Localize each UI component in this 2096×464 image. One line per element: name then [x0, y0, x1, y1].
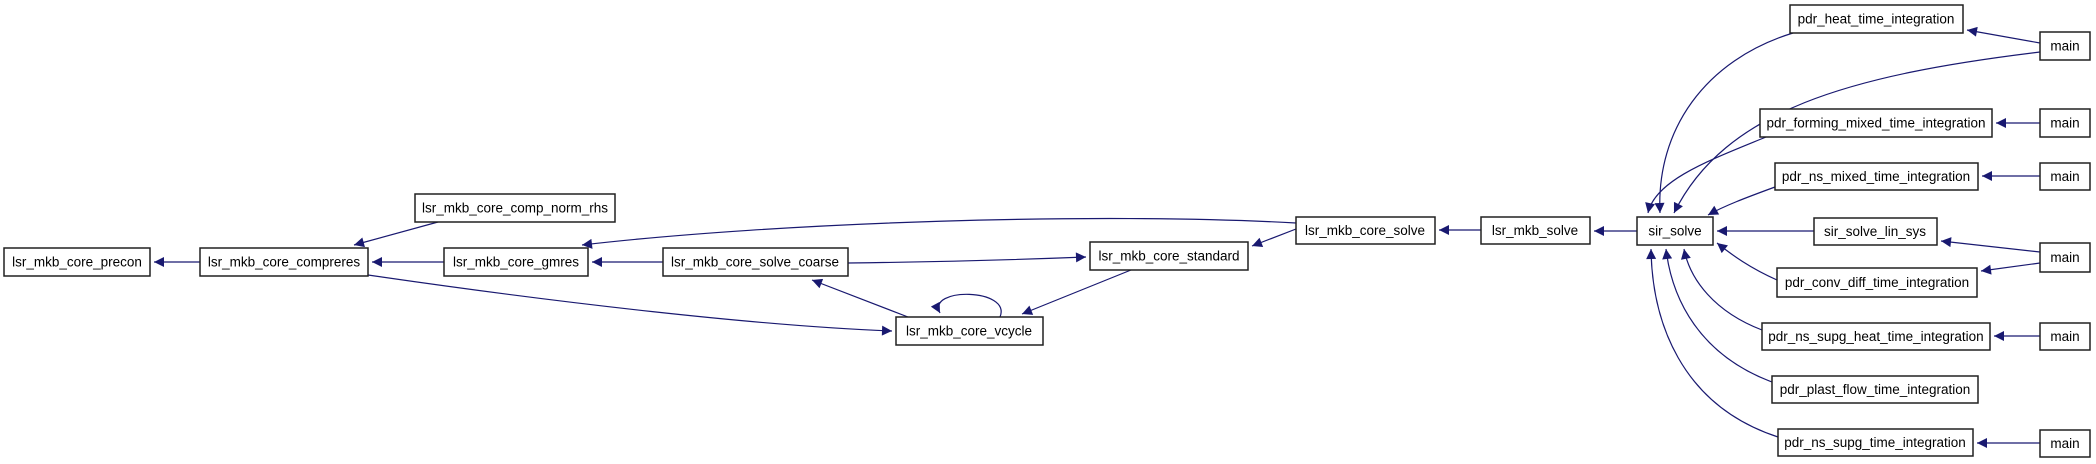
node-main-6[interactable]: main	[2039, 429, 2091, 458]
node-lsr-mkb-core-solve-label: lsr_mkb_core_solve	[1305, 223, 1425, 238]
node-pdr-plast-flow-time-integration[interactable]: pdr_plast_flow_time_integration	[1771, 375, 1979, 404]
node-main-5-label: main	[2050, 329, 2079, 344]
node-pdr-plast-flow-time-integration-label: pdr_plast_flow_time_integration	[1780, 382, 1971, 397]
node-main-1-label: main	[2050, 39, 2079, 54]
node-pdr-ns-mixed-time-integration[interactable]: pdr_ns_mixed_time_integration	[1774, 162, 1979, 191]
edge-core-solve-standard	[1251, 228, 1297, 248]
edges-layer	[154, 26, 2041, 448]
edge-plast-flow-sir-solve	[1662, 248, 1773, 383]
node-pdr-heat-time-integration[interactable]: pdr_heat_time_integration	[1789, 4, 1964, 34]
node-lsr-mkb-core-standard[interactable]: lsr_mkb_core_standard	[1089, 241, 1249, 271]
edge-solve-coarse-standard	[847, 252, 1087, 264]
node-lsr-mkb-core-vcycle-label: lsr_mkb_core_vcycle	[906, 324, 1032, 339]
node-main-4-label: main	[2050, 250, 2079, 265]
node-pdr-heat-time-integration-label: pdr_heat_time_integration	[1798, 12, 1955, 27]
node-pdr-ns-mixed-time-integration-box[interactable]	[1774, 162, 1979, 191]
edge-vcycle-self-loop	[930, 293, 1002, 318]
node-lsr-mkb-core-solve-coarse-box[interactable]	[662, 247, 849, 277]
node-pdr-forming-mixed-time-integration-label: pdr_forming_mixed_time_integration	[1766, 116, 1985, 131]
node-lsr-mkb-core-comp-norm-rhs-box[interactable]	[414, 193, 616, 223]
node-pdr-ns-supg-heat-time-integration-label: pdr_ns_supg_heat_time_integration	[1768, 329, 1983, 344]
node-lsr-mkb-core-vcycle-box[interactable]	[895, 316, 1044, 346]
node-pdr-ns-mixed-time-integration-label: pdr_ns_mixed_time_integration	[1782, 169, 1970, 184]
node-sir-solve-box[interactable]	[1636, 216, 1714, 246]
node-sir-solve[interactable]: sir_solve	[1636, 216, 1714, 246]
node-main-6-label: main	[2050, 436, 2079, 451]
node-main-3-box[interactable]	[2039, 162, 2091, 191]
node-pdr-conv-diff-time-integration[interactable]: pdr_conv_diff_time_integration	[1776, 267, 1978, 298]
node-pdr-ns-supg-time-integration-label: pdr_ns_supg_time_integration	[1784, 435, 1966, 450]
node-main-2-box[interactable]	[2039, 108, 2091, 138]
node-pdr-ns-supg-heat-time-integration[interactable]: pdr_ns_supg_heat_time_integration	[1761, 322, 1991, 351]
node-pdr-conv-diff-time-integration-box[interactable]	[1776, 267, 1978, 298]
node-lsr-mkb-solve-box[interactable]	[1480, 216, 1591, 245]
node-main-6-box[interactable]	[2039, 429, 2091, 458]
node-main-1[interactable]: main	[2039, 31, 2091, 61]
node-lsr-mkb-core-compreres-box[interactable]	[199, 247, 369, 277]
node-sir-solve-lin-sys-label: sir_solve_lin_sys	[1824, 224, 1926, 239]
node-lsr-mkb-core-precon: lsr_mkb_core_precon	[3, 247, 151, 277]
node-main-5[interactable]: main	[2039, 322, 2091, 351]
node-sir-solve-label: sir_solve	[1648, 224, 1701, 239]
edge-main1-sir-solve	[1673, 51, 2041, 214]
node-lsr-mkb-core-comp-norm-rhs-label: lsr_mkb_core_comp_norm_rhs	[422, 201, 608, 216]
edge-supg-heat-sir-solve	[1680, 248, 1763, 331]
node-main-4[interactable]: main	[2039, 242, 2091, 273]
node-pdr-ns-supg-time-integration[interactable]: pdr_ns_supg_time_integration	[1777, 428, 1974, 457]
node-lsr-mkb-core-gmres-box[interactable]	[443, 247, 589, 277]
node-lsr-mkb-core-solve-box[interactable]	[1295, 216, 1436, 245]
node-main-2-label: main	[2050, 116, 2079, 131]
node-pdr-heat-time-integration-box[interactable]	[1789, 4, 1964, 34]
edge-heat-sir-solve	[1654, 32, 1794, 214]
node-pdr-ns-supg-time-integration-box[interactable]	[1777, 428, 1974, 457]
node-lsr-mkb-core-standard-label: lsr_mkb_core_standard	[1098, 249, 1239, 264]
node-sir-solve-lin-sys[interactable]: sir_solve_lin_sys	[1813, 217, 1938, 246]
node-pdr-forming-mixed-time-integration[interactable]: pdr_forming_mixed_time_integration	[1759, 108, 1993, 138]
node-lsr-mkb-core-precon-box	[3, 247, 151, 277]
node-main-2[interactable]: main	[2039, 108, 2091, 138]
node-pdr-forming-mixed-time-integration-box[interactable]	[1759, 108, 1993, 138]
edge-forming-sir-solve	[1645, 136, 1767, 214]
edge-ns-supg-sir-solve	[1646, 248, 1779, 438]
node-lsr-mkb-core-comp-norm-rhs[interactable]: lsr_mkb_core_comp_norm_rhs	[414, 193, 616, 223]
edge-standard-vcycle	[1021, 269, 1132, 315]
node-main-3-label: main	[2050, 169, 2079, 184]
node-lsr-mkb-core-standard-box[interactable]	[1089, 241, 1249, 271]
edge-main4-conv-diff	[1980, 262, 2041, 275]
node-pdr-ns-supg-heat-time-integration-box[interactable]	[1761, 322, 1991, 351]
edge-main4-lin-sys	[1940, 237, 2041, 253]
edge-core-solve-gmres	[581, 217, 1297, 249]
node-lsr-mkb-core-compreres-label: lsr_mkb_core_compreres	[208, 255, 361, 270]
nodes-layer: lsr_mkb_core_precon lsr_mkb_core_comprer…	[3, 4, 2091, 458]
node-main-5-box[interactable]	[2039, 322, 2091, 351]
node-pdr-plast-flow-time-integration-box[interactable]	[1771, 375, 1979, 404]
edge-vcycle-solve-coarse	[811, 278, 909, 318]
edge-ns-mixed-sir-solve	[1707, 186, 1776, 216]
node-lsr-mkb-core-gmres-label: lsr_mkb_core_gmres	[453, 255, 579, 270]
node-lsr-mkb-solve[interactable]: lsr_mkb_solve	[1480, 216, 1591, 245]
node-lsr-mkb-core-solve-coarse-label: lsr_mkb_core_solve_coarse	[671, 255, 839, 270]
node-main-4-box[interactable]	[2039, 242, 2091, 273]
edge-comp-norm-rhs-compreres	[353, 221, 439, 248]
edge-main1-heat	[1966, 26, 2041, 44]
node-pdr-conv-diff-time-integration-label: pdr_conv_diff_time_integration	[1785, 275, 1969, 290]
edge-conv-diff-sir-solve	[1716, 242, 1778, 281]
node-lsr-mkb-core-gmres[interactable]: lsr_mkb_core_gmres	[443, 247, 589, 277]
node-lsr-mkb-solve-label: lsr_mkb_solve	[1492, 223, 1578, 238]
node-lsr-mkb-core-solve-coarse[interactable]: lsr_mkb_core_solve_coarse	[662, 247, 849, 277]
node-lsr-mkb-core-solve[interactable]: lsr_mkb_core_solve	[1295, 216, 1436, 245]
node-lsr-mkb-core-compreres[interactable]: lsr_mkb_core_compreres	[199, 247, 369, 277]
node-sir-solve-lin-sys-box[interactable]	[1813, 217, 1938, 246]
node-lsr-mkb-core-precon-label: lsr_mkb_core_precon	[12, 255, 142, 270]
node-main-3[interactable]: main	[2039, 162, 2091, 191]
node-main-1-box[interactable]	[2039, 31, 2091, 61]
edge-compreres-vcycle	[367, 274, 893, 336]
node-lsr-mkb-core-vcycle[interactable]: lsr_mkb_core_vcycle	[895, 316, 1044, 346]
